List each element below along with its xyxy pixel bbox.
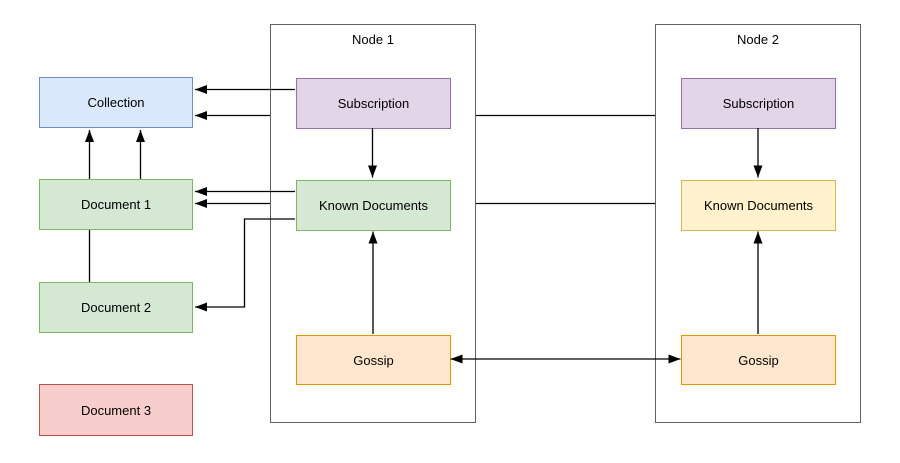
node1-title: Node 1 <box>352 32 394 47</box>
node1-container: Node 1 Subscription Known Documents Goss… <box>270 24 476 423</box>
node1-gossip-label: Gossip <box>353 352 394 368</box>
node1-subscription-box: Subscription <box>296 78 451 129</box>
node2-title: Node 2 <box>737 32 779 47</box>
node1-known-documents-label: Known Documents <box>318 198 429 213</box>
document1-box: Document 1 <box>39 179 193 230</box>
node1-subscription-label: Subscription <box>337 96 410 111</box>
node1-known-documents-box: Known Documents <box>296 180 451 231</box>
node2-subscription-label: Subscription <box>722 96 795 111</box>
collection-box: Collection <box>39 77 193 128</box>
collection-label: Collection <box>87 95 145 110</box>
document2-box: Document 2 <box>39 282 193 333</box>
node2-known-documents-label: Known Documents <box>703 198 814 213</box>
document3-box: Document 3 <box>39 384 193 436</box>
document2-label: Document 2 <box>80 300 152 315</box>
node2-subscription-box: Subscription <box>681 78 836 129</box>
document3-label: Document 3 <box>80 402 152 418</box>
node2-container: Node 2 Subscription Known Documents Goss… <box>655 24 861 423</box>
document1-label: Document 1 <box>80 197 152 212</box>
node2-gossip-label: Gossip <box>738 352 779 368</box>
node2-gossip-box: Gossip <box>681 335 836 385</box>
node1-gossip-box: Gossip <box>296 335 451 385</box>
node2-known-documents-box: Known Documents <box>681 180 836 231</box>
